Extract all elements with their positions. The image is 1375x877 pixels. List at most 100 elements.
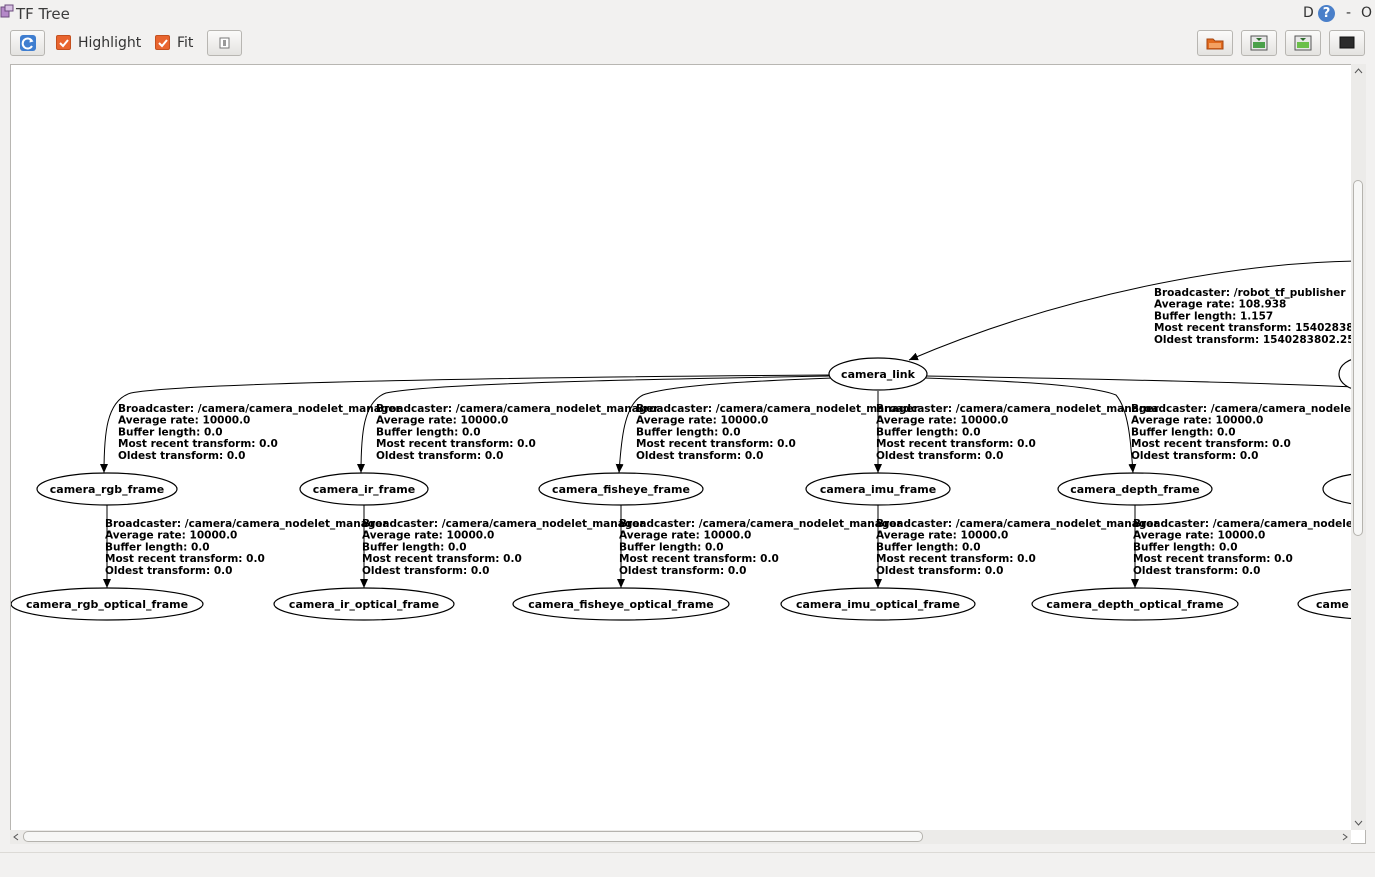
edge-label: Broadcaster: /camera/camera_nodelet_mana… bbox=[362, 518, 645, 577]
edge-label-line: Broadcaster: /camera/camera_nodelet_mana… bbox=[105, 518, 388, 530]
edge-label-line: Most recent transform: 0.0 bbox=[636, 438, 796, 450]
edge-label-line: Broadcaster: /camera/camera_nodelet_mana… bbox=[619, 518, 902, 530]
open-button[interactable] bbox=[1197, 30, 1233, 56]
close-button[interactable]: O bbox=[1361, 5, 1373, 21]
edge-label-line: Broadcaster: /camera/camera_nodelet_mana… bbox=[876, 518, 1159, 530]
edge-link-to-fisheye bbox=[615, 377, 834, 474]
edge-label-line: Broadcaster: /camera/camera_nodelet_mana… bbox=[362, 518, 645, 530]
edge-link-to-right bbox=[924, 375, 1357, 388]
graph-canvas[interactable]: camera_link camera_rgb_frame camera_ir_f… bbox=[10, 64, 1366, 844]
node-label: camera_imu_frame bbox=[820, 483, 936, 496]
node-camera-imu-frame[interactable] bbox=[805, 472, 951, 506]
save-image-icon bbox=[1294, 35, 1312, 51]
horizontal-scrollbar[interactable] bbox=[10, 830, 1351, 844]
vertical-scrollbar[interactable] bbox=[1351, 64, 1366, 830]
node-label: camera_depth_optical_frame bbox=[1046, 598, 1223, 611]
node-label: camera_ir_optical_frame bbox=[289, 598, 439, 611]
edge-label-line: Broadcaster: /camera/camera_nodelet_mana… bbox=[1133, 518, 1366, 530]
edge-link-to-rgb bbox=[100, 374, 830, 474]
node-camera-depth-optical-frame[interactable] bbox=[1031, 587, 1239, 621]
edge-label-line: Average rate: 10000.0 bbox=[362, 530, 494, 542]
edge-label-line: Buffer length: 0.0 bbox=[362, 541, 467, 553]
edge-label-line: Buffer length: 0.0 bbox=[876, 426, 981, 438]
edge-label-line: Most recent transform: 0.0 bbox=[118, 438, 278, 450]
title-bar: TF Tree D ? - O bbox=[0, 0, 1375, 26]
edge-label-line: Average rate: 10000.0 bbox=[376, 415, 508, 427]
edge-label-line: Broadcaster: /camera/camera_nodelet_mana… bbox=[376, 403, 659, 415]
node-label: camera_fisheye_frame bbox=[552, 483, 690, 496]
edge-label: Broadcaster: /camera/camera_nodelet_mana… bbox=[876, 518, 1159, 577]
edge-label-line: Average rate: 10000.0 bbox=[105, 530, 237, 542]
edge-label-line: Oldest transform: 0.0 bbox=[362, 565, 489, 577]
edge-label-line: Broadcaster: /robot_tf_publisher bbox=[1154, 287, 1346, 299]
node-label: camera_imu_optical_frame bbox=[796, 598, 960, 611]
node-camera-ir-frame[interactable] bbox=[299, 472, 429, 506]
edge-label-line: Average rate: 108.938 bbox=[1154, 299, 1286, 311]
edge-label-line: Broadcaster: /camera/camera_nodelet_mana… bbox=[876, 403, 1159, 415]
edge-label-line: Average rate: 10000.0 bbox=[1133, 530, 1265, 542]
edge-label-line: Average rate: 10000.0 bbox=[619, 530, 751, 542]
node-label: came bbox=[1316, 598, 1349, 611]
edge-label: Broadcaster: /camera/camera_nodelet_mana… bbox=[105, 518, 388, 577]
edge-label-line: Oldest transform: 0.0 bbox=[876, 565, 1003, 577]
node-camera-rgb-frame[interactable] bbox=[36, 472, 178, 506]
edge-label: Broadcaster: /camera/camera_nodelet_mana… bbox=[118, 403, 401, 462]
edge-label-line: Average rate: 10000.0 bbox=[636, 415, 768, 427]
refresh-button[interactable] bbox=[10, 30, 45, 56]
edge-label-line: Oldest transform: 0.0 bbox=[1133, 565, 1260, 577]
save-dot-button[interactable] bbox=[1241, 30, 1277, 56]
edge-label-line: Average rate: 10000.0 bbox=[118, 415, 250, 427]
node-label: camera_fisheye_optical_frame bbox=[528, 598, 714, 611]
edge-label-line: Oldest transform: 0.0 bbox=[105, 565, 232, 577]
edge-label: Broadcaster: /camera/camera_nodelet_mana… bbox=[619, 518, 902, 577]
edge-label-line: Most recent transform: 0.0 bbox=[1131, 438, 1291, 450]
highlight-label[interactable]: Highlight bbox=[78, 35, 142, 51]
edge-label-line: Oldest transform: 0.0 bbox=[636, 450, 763, 462]
edge-label-line: Most recent transform: 1540283803.41 bbox=[1154, 322, 1366, 334]
edge-label: Broadcaster: /camera/camera_nodelet_mana… bbox=[876, 403, 1159, 462]
node-camera-fisheye-optical-frame[interactable] bbox=[512, 587, 730, 621]
edge-label: Broadcaster: /camera/camera_nodelet_mana… bbox=[1131, 403, 1366, 462]
edge-label-line: Oldest transform: 1540283802.25 bbox=[1154, 334, 1355, 346]
fullscreen-icon bbox=[1339, 36, 1355, 49]
edge-label-line: Oldest transform: 0.0 bbox=[619, 565, 746, 577]
edge-label-line: Broadcaster: /camera/camera_nodelet_mana… bbox=[1131, 403, 1366, 415]
node-camera-imu-optical-frame[interactable] bbox=[780, 587, 976, 621]
edge-label-line: Buffer length: 0.0 bbox=[1133, 541, 1238, 553]
node-camera-link[interactable] bbox=[828, 357, 928, 391]
minimize-button[interactable]: - bbox=[1346, 5, 1352, 21]
tf-graph: camera_link camera_rgb_frame camera_ir_f… bbox=[11, 260, 1366, 621]
window-title: TF Tree bbox=[16, 5, 70, 23]
edge-robot-to-camera-link bbox=[908, 260, 1357, 361]
edge-label-line: Buffer length: 0.0 bbox=[876, 541, 981, 553]
save-dot-icon bbox=[1250, 35, 1268, 51]
edge-label-line: Oldest transform: 0.0 bbox=[118, 450, 245, 462]
edge-label-line: Oldest transform: 0.0 bbox=[1131, 450, 1258, 462]
node-partial-right-bottom[interactable] bbox=[1297, 588, 1366, 620]
edge-link-to-depth bbox=[924, 377, 1137, 474]
edge-label-line: Buffer length: 0.0 bbox=[1131, 426, 1236, 438]
d-button[interactable]: D bbox=[1303, 5, 1314, 21]
node-camera-rgb-optical-frame[interactable] bbox=[11, 587, 204, 621]
help-icon[interactable]: ? bbox=[1318, 5, 1335, 22]
refresh-icon bbox=[20, 35, 36, 51]
horizontal-scroll-thumb[interactable] bbox=[23, 831, 923, 842]
node-camera-ir-optical-frame[interactable] bbox=[273, 587, 455, 621]
save-image-button[interactable] bbox=[1285, 30, 1321, 56]
edge-label-line: Average rate: 10000.0 bbox=[1131, 415, 1263, 427]
fullscreen-button[interactable] bbox=[1329, 30, 1365, 56]
node-camera-depth-frame[interactable] bbox=[1057, 472, 1213, 506]
edge-label-line: Buffer length: 0.0 bbox=[376, 426, 481, 438]
vertical-scroll-thumb[interactable] bbox=[1353, 180, 1363, 536]
edge-label-line: Most recent transform: 0.0 bbox=[362, 553, 522, 565]
edge-label-line: Buffer length: 1.157 bbox=[1154, 310, 1273, 322]
fit-label[interactable]: Fit bbox=[177, 35, 194, 51]
highlight-checkbox[interactable] bbox=[56, 35, 71, 50]
node-camera-fisheye-frame[interactable] bbox=[538, 472, 704, 506]
fit-checkbox[interactable] bbox=[155, 35, 170, 50]
load-button[interactable] bbox=[207, 30, 242, 56]
edge-link-to-ir bbox=[357, 375, 830, 474]
clipboard-icon bbox=[219, 37, 230, 49]
node-label: camera_depth_frame bbox=[1070, 483, 1200, 496]
edge-label-line: Most recent transform: 0.0 bbox=[876, 438, 1036, 450]
